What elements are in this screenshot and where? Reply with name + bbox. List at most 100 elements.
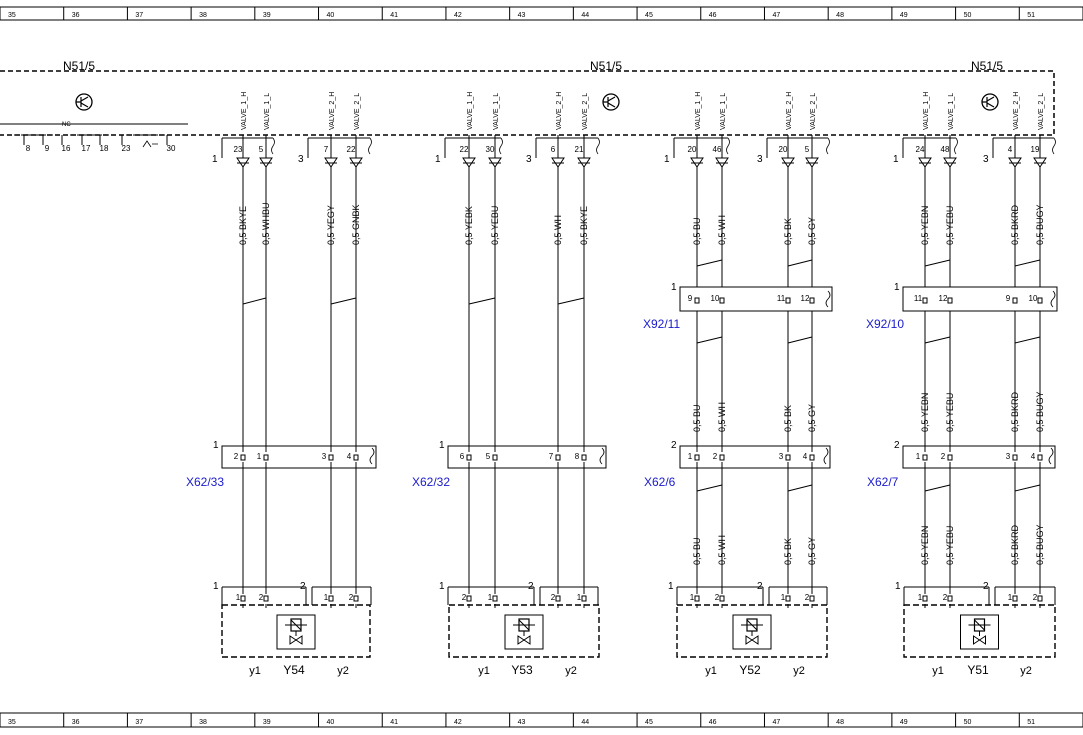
connector-break bbox=[1048, 447, 1054, 465]
valve-component-box bbox=[221, 604, 371, 658]
ruler-label: 36 bbox=[72, 719, 80, 726]
transistor-icon bbox=[981, 93, 999, 111]
nc-label: NC bbox=[62, 122, 71, 128]
connector-break bbox=[596, 137, 600, 155]
connector-name: X62/6 bbox=[644, 475, 676, 489]
signal-label: VALVE_2_L bbox=[810, 93, 817, 130]
low-connector-contact bbox=[353, 454, 359, 461]
pin-terminal bbox=[577, 157, 591, 168]
module-label: N51/5 bbox=[63, 59, 95, 73]
mid-connector-pin: 12 bbox=[801, 294, 810, 303]
plug-contact bbox=[492, 595, 498, 602]
ruler-label: 44 bbox=[581, 719, 589, 726]
valve-name: Y51 bbox=[967, 663, 989, 677]
signal-label: VALVE_2_H bbox=[1013, 92, 1020, 130]
pin-terminal bbox=[715, 157, 729, 168]
wire-label: 0,5 BK bbox=[783, 405, 793, 432]
connector-number: 3 bbox=[757, 154, 763, 165]
plug-pin: 1 bbox=[1008, 593, 1013, 602]
left-connector-arrow bbox=[142, 140, 158, 148]
valve-y1-label: y1 bbox=[705, 665, 717, 677]
wire-label: 0,5 WH bbox=[717, 535, 727, 565]
mid-connector-contact bbox=[719, 297, 725, 304]
low-connector-contact bbox=[785, 454, 791, 461]
ruler-label: 45 bbox=[645, 12, 653, 19]
pin-terminal bbox=[1033, 157, 1047, 168]
low-connector-pin: 4 bbox=[803, 452, 808, 461]
pin-number: 5 bbox=[805, 145, 810, 154]
plug-pin: 1 bbox=[488, 593, 493, 602]
signal-label: VALVE_1_H bbox=[695, 92, 702, 130]
plug-pin: 2 bbox=[1033, 593, 1038, 602]
solenoid-valve-icon bbox=[732, 614, 772, 650]
pin-terminal bbox=[551, 157, 565, 168]
wire-label: 0,5 WH bbox=[717, 402, 727, 432]
plug-pin: 2 bbox=[805, 593, 810, 602]
low-connector-contact bbox=[922, 454, 928, 461]
plug-pin: 1 bbox=[781, 593, 786, 602]
pin-number: 19 bbox=[1031, 145, 1040, 154]
plug-number: 2 bbox=[528, 581, 534, 592]
plug-number: 2 bbox=[983, 581, 989, 592]
left-connector-pin-label: 9 bbox=[45, 144, 50, 153]
mid-connector-pin: 9 bbox=[1006, 294, 1011, 303]
signal-label: VALVE_2_H bbox=[329, 92, 336, 130]
pin-number: 7 bbox=[324, 145, 329, 154]
connector-number: 1 bbox=[664, 154, 670, 165]
low-connector-contact bbox=[240, 454, 246, 461]
valve-y1-label: y1 bbox=[932, 665, 944, 677]
wire-break-marker bbox=[1014, 484, 1041, 492]
pin-terminal bbox=[781, 157, 795, 168]
connector-break bbox=[825, 290, 831, 308]
ruler-label: 42 bbox=[454, 12, 462, 19]
ruler-label: 36 bbox=[72, 12, 80, 19]
pin-terminal bbox=[805, 157, 819, 168]
pin-terminal bbox=[488, 157, 502, 168]
plug-number: 1 bbox=[213, 581, 219, 592]
mid-connector-contact bbox=[785, 297, 791, 304]
mid-connector-pin: 10 bbox=[1029, 294, 1038, 303]
plug-pin: 2 bbox=[259, 593, 264, 602]
left-connector-pin-label: 8 bbox=[26, 144, 31, 153]
connector-number: 2 bbox=[894, 440, 900, 451]
mid-connector-contact bbox=[947, 297, 953, 304]
ruler-label: 50 bbox=[964, 719, 972, 726]
pin-number: 4 bbox=[1008, 145, 1013, 154]
ruler-label: 44 bbox=[581, 12, 589, 19]
low-connector-contact bbox=[1037, 454, 1043, 461]
pin-number: 23 bbox=[234, 145, 243, 154]
plug-contact bbox=[263, 595, 269, 602]
ruler-label: 41 bbox=[390, 12, 398, 19]
ruler-label: 48 bbox=[836, 719, 844, 726]
connector-name: X62/7 bbox=[867, 475, 899, 489]
connector-number: 3 bbox=[298, 154, 304, 165]
ruler-label: 51 bbox=[1027, 719, 1035, 726]
signal-label: VALVE_2_H bbox=[786, 92, 793, 130]
valve-y1-label: y1 bbox=[478, 665, 490, 677]
low-connector-box bbox=[679, 445, 831, 469]
plug-number: 1 bbox=[439, 581, 445, 592]
ruler-label: 38 bbox=[199, 12, 207, 19]
left-connector-pin-label: 17 bbox=[82, 144, 91, 153]
plug-pin: 1 bbox=[236, 593, 241, 602]
ruler-label: 45 bbox=[645, 719, 653, 726]
wire-label: 0,5 BKRD bbox=[1010, 391, 1020, 432]
ruler-label: 37 bbox=[135, 719, 143, 726]
mid-connector-contact bbox=[922, 297, 928, 304]
ruler-label: 37 bbox=[135, 12, 143, 19]
low-connector-pin: 6 bbox=[460, 452, 465, 461]
connector-name: X62/33 bbox=[186, 475, 224, 489]
low-connector-pin: 8 bbox=[575, 452, 580, 461]
signal-label: VALVE_1_L bbox=[948, 93, 955, 130]
low-connector-pin: 2 bbox=[234, 452, 239, 461]
wire-label: 0,5 BU bbox=[692, 537, 702, 565]
valve-component-box bbox=[676, 604, 828, 658]
left-connector-pin-label: 18 bbox=[100, 144, 109, 153]
valve-y2-label: y2 bbox=[565, 665, 577, 677]
pin-terminal bbox=[259, 157, 273, 168]
low-connector-pin: 3 bbox=[322, 452, 327, 461]
wire-break-marker bbox=[696, 484, 723, 492]
low-connector-contact bbox=[719, 454, 725, 461]
connector-break bbox=[1052, 137, 1056, 155]
low-connector-contact bbox=[555, 454, 561, 461]
